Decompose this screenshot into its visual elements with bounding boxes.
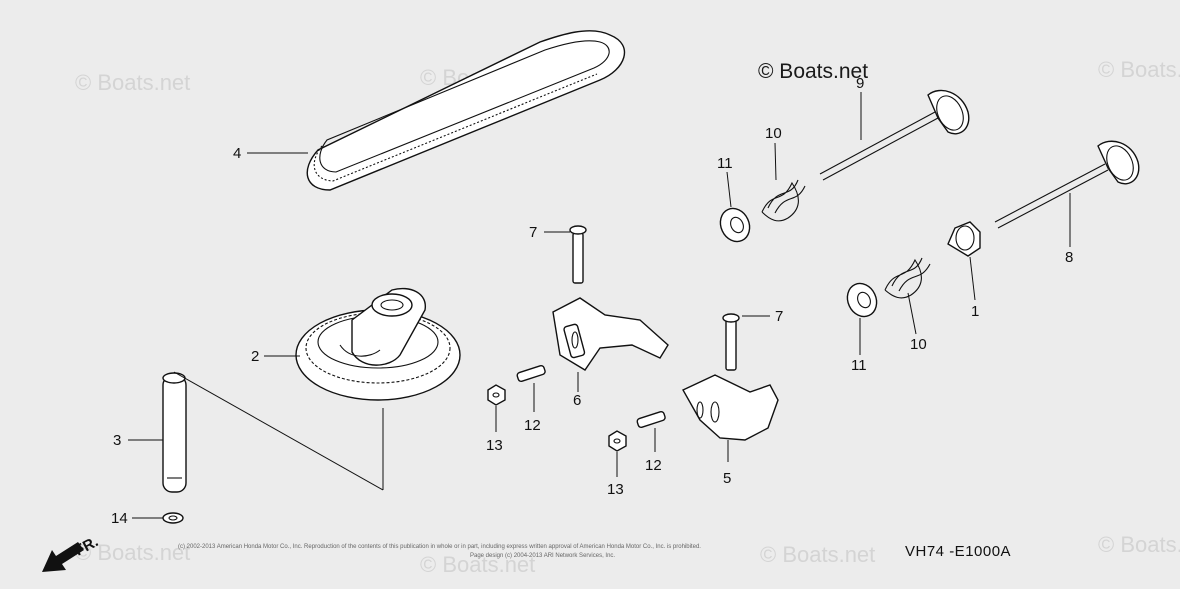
callout-10: 10 xyxy=(910,336,927,353)
callout-3: 3 xyxy=(113,432,121,449)
callout-11: 11 xyxy=(851,357,867,374)
callout-10: 10 xyxy=(765,125,782,142)
front-arrow: FR. xyxy=(42,533,101,572)
lock-nut-lower-part xyxy=(608,430,627,452)
timing-belt-part xyxy=(306,30,626,191)
callout-9: 9 xyxy=(856,75,864,92)
callout-leaders xyxy=(128,92,1071,519)
intake-valve-part xyxy=(994,140,1140,229)
spring-retainer-lower-part xyxy=(846,282,878,318)
watermark: © Boats.net xyxy=(1098,57,1180,82)
callout-11: 11 xyxy=(717,155,733,172)
copyright-line: (c) 2002-2013 American Honda Motor Co., … xyxy=(178,544,701,550)
spring-retainer-upper-part xyxy=(719,207,751,243)
callout-5: 5 xyxy=(723,470,731,487)
copyright-line: Page design (c) 2004-2013 ARI Network Se… xyxy=(470,553,615,559)
valve-stem-seal-part xyxy=(947,221,981,257)
watermark: © Boats.net xyxy=(420,552,535,577)
callout-8: 8 xyxy=(1065,249,1073,266)
adjusting-screw-upper-part xyxy=(516,364,546,383)
callout-2: 2 xyxy=(251,348,259,365)
callout-6: 6 xyxy=(573,392,581,409)
camshaft-gear-part xyxy=(295,287,461,401)
callout-4: 4 xyxy=(233,145,241,162)
arrow-icon xyxy=(42,542,84,572)
callout-13: 13 xyxy=(607,481,624,498)
callout-13: 13 xyxy=(486,437,503,454)
callout-1: 1 xyxy=(971,303,979,320)
callout-12: 12 xyxy=(524,417,541,434)
pivot-bolt-upper-part xyxy=(569,225,587,284)
watermark-main: © Boats.net xyxy=(758,60,868,83)
pivot-bolt-lower-part xyxy=(722,313,740,371)
callout-14: 14 xyxy=(111,510,128,527)
lock-nut-upper-part xyxy=(487,384,506,406)
callout-7: 7 xyxy=(775,308,783,325)
rocker-arm-intake-part xyxy=(682,374,779,441)
watermark: © Boats.net xyxy=(760,542,875,567)
watermark: © Boats.net xyxy=(75,540,190,565)
watermark-layer: © Boats.net © Boats.net © Boats.net © Bo… xyxy=(75,57,1180,577)
adjusting-screw-lower-part xyxy=(636,410,666,429)
callout-12: 12 xyxy=(645,457,662,474)
valve-spring-upper-part xyxy=(761,179,806,222)
exhaust-valve-part xyxy=(819,89,970,181)
rocker-arm-exhaust-part xyxy=(552,297,669,371)
washer-part xyxy=(162,512,184,524)
watermark: © Boats.net xyxy=(75,70,190,95)
watermark: © Boats.net xyxy=(1098,532,1180,557)
valve-spring-lower-part xyxy=(884,257,931,299)
diagram-code: VH74 -E1000A xyxy=(905,543,1011,560)
callout-7: 7 xyxy=(529,224,537,241)
camshaft-pin-part xyxy=(162,371,384,493)
callout-labels: 4 2 3 14 7 7 6 5 12 12 13 13 11 11 10 10… xyxy=(111,75,1073,527)
